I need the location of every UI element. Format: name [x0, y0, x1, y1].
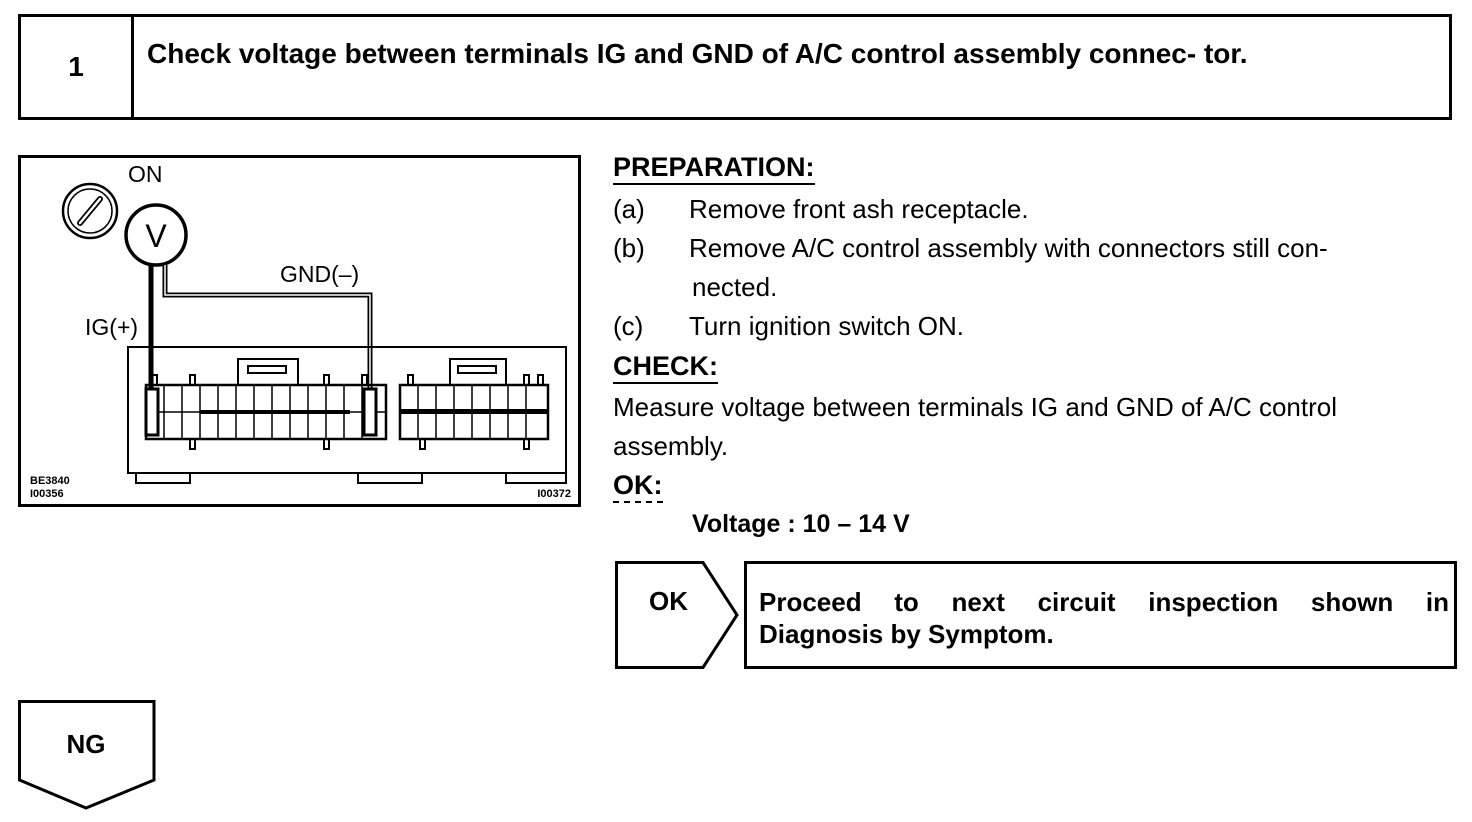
preparation-list: (a) Remove front ash receptacle. (b) Remov… — [613, 190, 1458, 346]
item-text-b-2: nected. — [692, 272, 778, 302]
ok-result-text-2: Diagnosis by Symptom. — [759, 619, 1054, 649]
diagram-frame — [18, 155, 581, 507]
check-text: Measure voltage between terminals IG and… — [613, 388, 1463, 466]
voltmeter-icon: V — [124, 203, 188, 267]
ig-terminal-label: IG(+) — [85, 314, 138, 340]
figure-code-left-2: I00356 — [30, 488, 64, 500]
probe-leads — [148, 265, 373, 395]
ok-result-text-1: Proceed to next circuit inspection shown… — [759, 587, 1449, 617]
item-label-c: (c) — [613, 311, 644, 341]
check-text-line-2: assembly. — [613, 431, 729, 461]
preparation-heading: PREPARATION: — [613, 152, 815, 185]
figure-code-left-1: BE3840 — [30, 475, 70, 487]
preparation-section: PREPARATION: — [613, 152, 815, 185]
check-heading: CHECK: — [613, 351, 718, 384]
figure-code-right: I00372 — [537, 488, 571, 500]
ok-spec-section: OK: — [613, 470, 663, 503]
ok-heading: OK: — [613, 470, 663, 503]
voltmeter-label: V — [145, 218, 167, 254]
ok-result-label: OK — [649, 586, 688, 616]
gnd-terminal-label: GND(–) — [280, 261, 359, 287]
list-item: (c) Turn ignition switch ON. — [613, 307, 1458, 346]
wiring-diagram: ON V GND(–) IG(+) — [18, 155, 581, 507]
item-text-a: Remove front ash receptacle. — [689, 194, 1029, 224]
ok-result-tag: OK — [615, 561, 740, 669]
step-header: 1 Check voltage between terminals IG and… — [18, 14, 1452, 120]
list-item: (b) Remove A/C control assembly with conn… — [613, 229, 1458, 268]
item-text-b-1: Remove A/C control assembly with connect… — [689, 233, 1328, 263]
item-label-b: (b) — [613, 233, 645, 263]
switch-on-label: ON — [128, 161, 163, 187]
connector-icon — [127, 346, 567, 484]
item-label-a: (a) — [613, 194, 645, 224]
ignition-switch-icon — [61, 182, 119, 240]
step-title: Check voltage between terminals IG and G… — [147, 38, 1248, 69]
check-section: CHECK: — [613, 351, 718, 384]
ng-result-tag: NG — [18, 700, 158, 812]
ok-result-box: Proceed to next circuit inspection shown… — [744, 561, 1457, 669]
list-item-continuation: nected. — [613, 268, 1458, 307]
voltage-spec: Voltage : 10 – 14 V — [692, 510, 910, 538]
ng-result-label: NG — [66, 729, 106, 759]
step-number: 1 — [21, 17, 134, 117]
list-item: (a) Remove front ash receptacle. — [613, 190, 1458, 229]
item-text-c: Turn ignition switch ON. — [689, 311, 965, 341]
check-text-line-1: Measure voltage between terminals IG and… — [613, 392, 1338, 422]
